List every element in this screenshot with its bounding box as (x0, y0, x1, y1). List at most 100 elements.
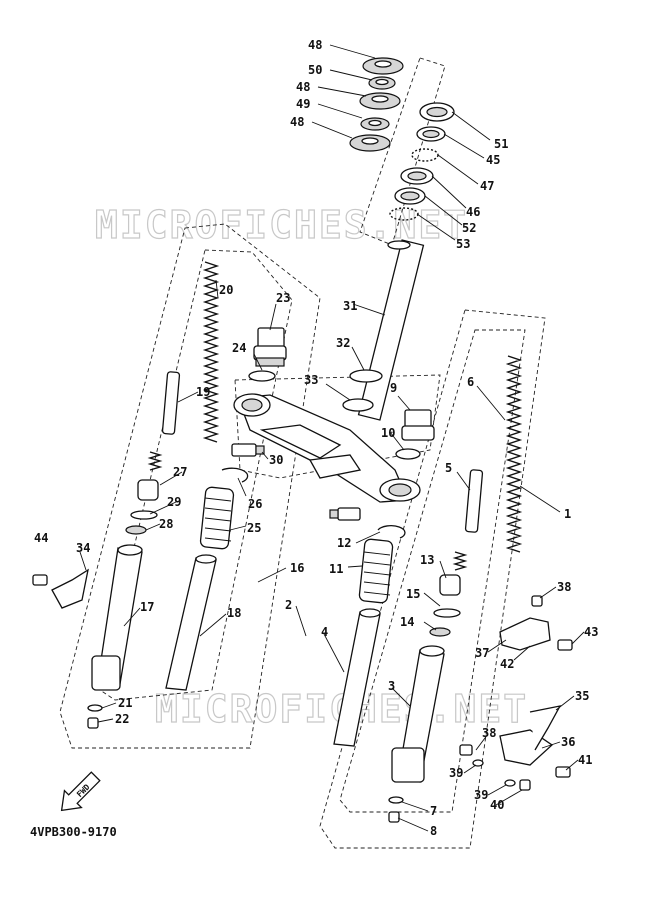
label-43: 43 (584, 625, 598, 639)
label-47: 47 (480, 179, 494, 193)
label-44: 44 (34, 531, 48, 545)
leader-lines (79, 44, 585, 832)
label-38: 38 (482, 726, 496, 740)
label-8: 8 (430, 824, 437, 838)
locknut-48-mid-icon (359, 92, 401, 110)
label-49: 49 (296, 97, 310, 111)
ball-bearing-47-icon (411, 148, 439, 162)
inner-tube-18-icon (165, 554, 217, 691)
label-37: 37 (475, 646, 489, 660)
label-24: 24 (232, 341, 246, 355)
label-21: 21 (118, 696, 132, 710)
label-33: 33 (304, 373, 318, 387)
label-9: 9 (390, 381, 397, 395)
bolt-30-icon (231, 443, 265, 457)
caliper-bracket-37-icon (499, 595, 573, 651)
ball-race-46-icon (400, 167, 434, 185)
dust-boot-11-icon (358, 538, 394, 604)
label-45: 45 (486, 153, 500, 167)
label-15: 15 (406, 587, 420, 601)
label-48: 48 (296, 80, 310, 94)
label-31: 31 (343, 299, 357, 313)
bracket-34-icon (51, 568, 89, 609)
label-40: 40 (490, 798, 504, 812)
spring-20-icon (202, 261, 220, 443)
label-48: 48 (290, 115, 304, 129)
clip-29-icon (130, 510, 158, 520)
label-12: 12 (337, 536, 351, 550)
cap-bolt-9-icon (401, 409, 435, 441)
right-fork-leg (333, 355, 573, 823)
label-27: 27 (173, 465, 187, 479)
outer-tube-3-icon (391, 645, 445, 783)
label-7: 7 (430, 804, 437, 818)
damper-rod-5-icon (464, 469, 484, 533)
dust-boot-25-icon (199, 486, 235, 550)
o-ring-10-icon (395, 448, 421, 460)
label-10: 10 (381, 426, 395, 440)
label-5: 5 (445, 461, 452, 475)
drain-bolt-22-icon (87, 717, 99, 729)
label-51: 51 (494, 137, 508, 151)
oil-lock-27-icon (137, 479, 159, 501)
label-52: 52 (462, 221, 476, 235)
label-28: 28 (159, 517, 173, 531)
circlip-26-icon (221, 467, 249, 483)
label-17: 17 (140, 600, 154, 614)
clip-15-icon (433, 608, 461, 618)
o-ring-24-icon (248, 370, 276, 382)
label-42: 42 (500, 657, 514, 671)
diagram-code: 4VPB300-9170 (30, 825, 117, 839)
rebound-spring-right-icon (452, 551, 468, 571)
washer-49-icon (360, 117, 390, 131)
spring-6-icon (505, 355, 523, 553)
steering-bearing-stack (349, 57, 455, 221)
label-19: 19 (196, 385, 210, 399)
fwd-arrow-icon: FWD (60, 771, 101, 812)
label-39: 39 (474, 788, 488, 802)
label-11: 11 (329, 562, 343, 576)
o-ring-7-icon (388, 796, 404, 804)
inner-tube-4-icon (333, 608, 381, 747)
left-fork-leg (32, 261, 287, 729)
part-labels: 48 50 48 49 48 51 45 47 46 52 53 20 23 3… (34, 38, 598, 838)
ball-race-51-icon (419, 102, 455, 122)
label-13: 13 (420, 553, 434, 567)
label-16: 16 (290, 561, 304, 575)
label-18: 18 (227, 606, 241, 620)
label-23: 23 (276, 291, 290, 305)
drain-bolt-8-icon (388, 811, 400, 823)
bolt-44-icon (32, 574, 48, 586)
label-22: 22 (115, 712, 129, 726)
label-41: 41 (578, 753, 592, 767)
bracket-36-icon (459, 729, 571, 791)
label-34: 34 (76, 541, 90, 555)
seal-28-icon (125, 525, 147, 535)
rebound-spring-icon (147, 451, 163, 471)
label-39: 39 (449, 766, 463, 780)
label-38: 38 (557, 580, 571, 594)
outer-tube-17-icon (91, 544, 143, 691)
washer-50-icon (368, 76, 396, 90)
label-3: 3 (388, 679, 395, 693)
label-32: 32 (336, 336, 350, 350)
ball-race-52-icon (394, 187, 426, 205)
label-29: 29 (167, 495, 181, 509)
seal-14-icon (429, 627, 451, 637)
cap-bolt-23-icon (253, 327, 287, 367)
bolt-12-icon (329, 507, 361, 521)
label-35: 35 (575, 689, 589, 703)
label-50: 50 (308, 63, 322, 77)
steering-stem-assembly (231, 239, 425, 521)
under-bracket-icon (233, 393, 421, 503)
label-4: 4 (321, 625, 328, 639)
label-2: 2 (285, 598, 292, 612)
ball-race-45-icon (416, 126, 446, 142)
cable-guide-35-icon (529, 705, 562, 751)
label-25: 25 (247, 521, 261, 535)
collar-32-icon (349, 369, 383, 383)
locknut-48-top-icon (362, 57, 404, 75)
label-46: 46 (466, 205, 480, 219)
label-14: 14 (400, 615, 414, 629)
